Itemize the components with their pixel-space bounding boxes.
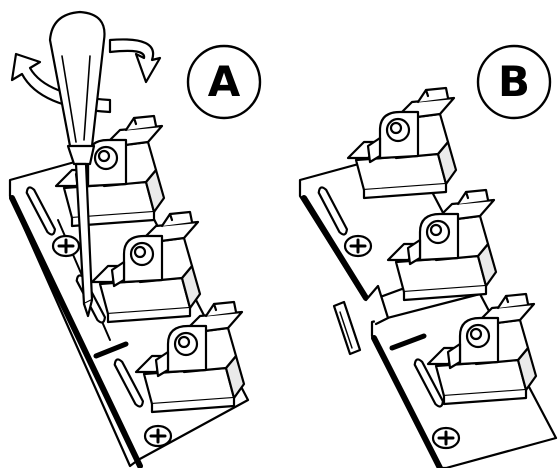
- rail-edge-a: [9, 195, 143, 468]
- step-a-panel: [8, 10, 250, 468]
- screw-icon: [431, 426, 461, 450]
- screw-icon: [343, 234, 373, 258]
- step-b-panel: [298, 86, 558, 468]
- screw-icon: [51, 234, 81, 258]
- step-b-badge: [476, 44, 552, 120]
- step-a-badge: [186, 44, 262, 120]
- bracket-clip-icon: [346, 86, 458, 200]
- screw-icon: [143, 424, 173, 448]
- screwdriver-icon: [48, 10, 106, 318]
- removed-piece: [332, 300, 362, 356]
